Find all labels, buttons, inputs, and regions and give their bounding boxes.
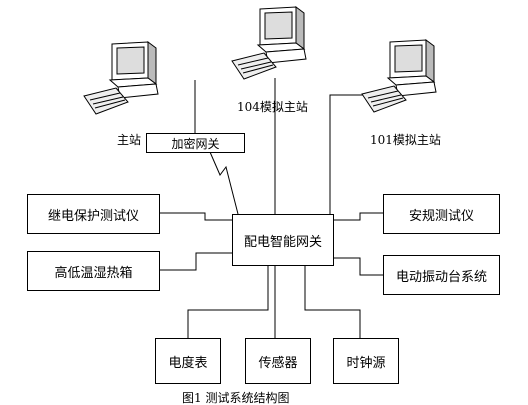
sensor-box: 传感器	[245, 338, 311, 384]
climate-chamber-box: 高低温湿热箱	[27, 251, 160, 291]
line-relay-tester	[160, 212, 232, 221]
vibration-system-box: 电动振动台系统	[383, 255, 500, 295]
line-vibration-system	[334, 257, 383, 276]
line-clock-source	[304, 266, 361, 338]
energy-meter-box: 电度表	[155, 338, 221, 384]
line-climate-chamber	[160, 252, 232, 271]
encryption-gateway-box: 加密网关	[146, 133, 245, 153]
lightning-link-icon	[209, 151, 239, 215]
line-safety-tester	[334, 212, 383, 221]
sim101-station-label: 101模拟主站	[370, 133, 441, 147]
central-gateway-box: 配电智能网关	[232, 214, 334, 266]
computer-icon	[83, 41, 159, 115]
line-energy-meter	[187, 266, 269, 338]
sim104-station-label: 104模拟主站	[237, 100, 308, 114]
main-station-label: 主站	[117, 133, 142, 147]
safety-tester-box: 安规测试仪	[383, 194, 500, 234]
computer-icon	[231, 6, 307, 80]
relay-tester-box: 继电保护测试仪	[27, 194, 160, 234]
computer-icon	[361, 39, 437, 113]
figure-caption: 图1 测试系统结构图	[182, 391, 290, 405]
clock-source-box: 时钟源	[333, 338, 399, 384]
